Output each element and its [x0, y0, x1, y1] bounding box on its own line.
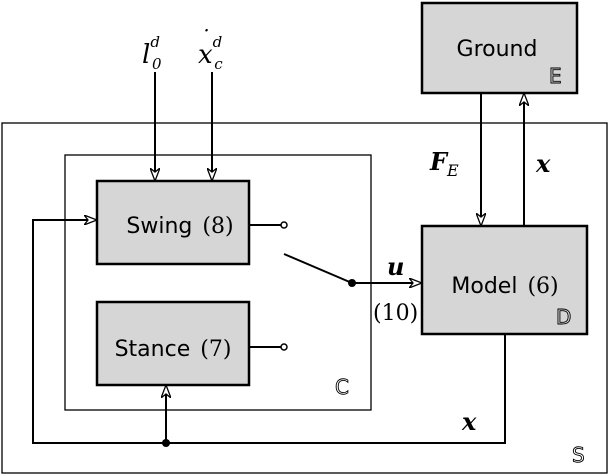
- ground-tag: E: [549, 64, 562, 88]
- swing-contact: [280, 221, 288, 229]
- state-feedback-label: x: [461, 407, 477, 436]
- ground-block[interactable]: [420, 1, 579, 95]
- force-label: FE: [429, 147, 459, 180]
- swing-label: Swing (8): [126, 214, 233, 239]
- model-label: Model (6): [451, 274, 558, 299]
- feedback-junction: [162, 439, 170, 447]
- swing-name: Swing: [126, 214, 192, 239]
- stance-contact: [280, 343, 288, 351]
- swing-ref: (8): [202, 214, 233, 239]
- switch-lever[interactable]: [283, 253, 353, 284]
- feedback-wire: [32, 220, 506, 444]
- ground-label: Ground: [457, 37, 538, 62]
- swing-block[interactable]: [95, 179, 251, 266]
- stance-name: Stance: [115, 337, 191, 362]
- state-up-label: x: [535, 149, 551, 178]
- model-tag: D: [556, 305, 571, 329]
- control-label: u: [387, 252, 404, 281]
- model-ref: (6): [527, 274, 558, 299]
- system-tag: S: [572, 443, 585, 467]
- control-ref: (10): [373, 301, 418, 326]
- controller-tag: C: [335, 375, 349, 399]
- xcdot-dot: ˙: [199, 27, 210, 52]
- stance-block[interactable]: [95, 300, 251, 387]
- system-frame: [1, 122, 608, 474]
- stance-ref: (7): [200, 337, 231, 362]
- stance-label: Stance (7): [115, 337, 232, 362]
- model-name: Model: [451, 274, 517, 299]
